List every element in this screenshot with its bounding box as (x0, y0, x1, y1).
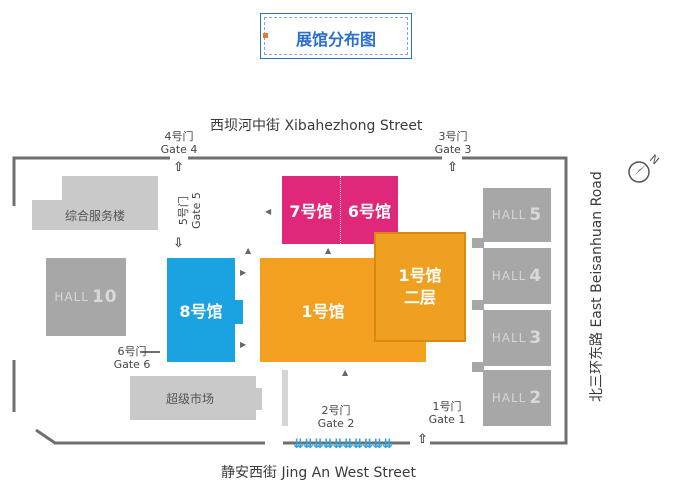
gate-3-cn: 3号门 (438, 130, 468, 143)
service-building-top (62, 176, 158, 202)
hall-3-num: 3 (529, 328, 543, 348)
hall-1-arrow-2-icon: ▲ (325, 246, 332, 255)
hall-8-arrow-2-icon: ▶ (240, 340, 247, 349)
gate-3-arrow-icon: ⇧ (447, 160, 458, 175)
service-building-label: 综合服务楼 (64, 208, 125, 223)
gate-3-en: Gate 3 (434, 143, 472, 156)
hall-1-arrow-3-icon: ▲ (342, 368, 349, 377)
gate-5-cn: 5号门 (177, 196, 190, 226)
hall-4-text: HALL (491, 269, 527, 283)
hall-8-label: 8号馆 (179, 302, 223, 321)
gate-1-arrow-icon: ⇧ (417, 432, 428, 447)
street-south: 静安西街 Jing An West Street (221, 465, 416, 481)
gate-4-en: Gate 4 (160, 143, 198, 156)
gate-5-arrow-icon: ⇩ (173, 236, 184, 251)
gate-1-en: Gate 1 (428, 413, 466, 426)
hall-5-num: 5 (529, 205, 543, 225)
gate-5-en: Gate 5 (190, 192, 203, 229)
hall-1-upper-level: 1号馆 二层 (374, 232, 466, 342)
supermarket (130, 376, 256, 420)
hall-10-text: HALL (54, 290, 89, 304)
hall-4-num: 4 (529, 266, 543, 286)
hall-7-label: 7号馆 (289, 202, 333, 221)
gate-3-label: 3号门 Gate 3 (428, 130, 478, 156)
gate-6-cn: 6号门 (117, 345, 147, 358)
gate-2-label: 2号门 Gate 2 (311, 404, 361, 430)
hall-2-num: 2 (529, 388, 543, 408)
gate-2-en: Gate 2 (317, 417, 355, 430)
title-accent-mark (263, 33, 268, 38)
supermarket-label: 超级市场 (166, 392, 215, 406)
gate-4-cn: 4号门 (164, 130, 194, 143)
hall-8: 8号馆 (167, 258, 235, 362)
hall-4-connector (472, 300, 484, 310)
hall-7: 7号馆 (282, 176, 340, 244)
compass-icon: N (628, 152, 662, 183)
gate-5-label: 5号门 Gate 5 (177, 192, 203, 229)
map-title-box: 展馆分布图 (260, 13, 412, 59)
gate-2-cn: 2号门 (321, 404, 351, 417)
gate-4-arrow-icon: ⇧ (173, 160, 184, 175)
hall-3-connector (472, 362, 484, 372)
hall-1-upper-label-1: 1号馆 (398, 266, 442, 285)
gate-4-label: 4号门 Gate 4 (154, 130, 204, 156)
hall-6-label: 6号馆 (347, 202, 392, 221)
map-title: 展馆分布图 (295, 30, 376, 49)
gate-2-entrance-arrows-icon: ⇊⇊⇊⇊⇊⇊⇊⇊⇊⇊ (293, 437, 393, 452)
street-east: 北三环东路 East Beisanhuan Road (589, 171, 605, 402)
hall-3-text: HALL (491, 331, 527, 345)
hall-1-arrow-1-icon: ▲ (245, 246, 252, 255)
street-north: 西坝河中街 Xibahezhong Street (210, 118, 423, 134)
gate-6-label: 6号门 Gate 6 (105, 345, 159, 371)
hall-1-label: 1号馆 (301, 302, 345, 321)
supermarket-annex (252, 388, 262, 410)
hall-1-upper-label-2: 二层 (403, 288, 436, 307)
hall-2-text: HALL (491, 391, 527, 405)
compass-north-letter: N (647, 152, 662, 167)
gate-1-label: 1号门 Gate 1 (422, 400, 472, 426)
hall-5-text: HALL (491, 208, 527, 222)
walkway (282, 370, 288, 426)
gate-6-en: Gate 6 (113, 358, 151, 371)
hall-10-num: 10 (91, 287, 118, 307)
gate-1-cn: 1号门 (432, 400, 462, 413)
hall-5-connector (472, 238, 484, 248)
hall-8-connector (235, 300, 243, 324)
service-building: 综合服务楼 (32, 200, 158, 230)
hall-8-arrow-1-icon: ▶ (240, 268, 247, 277)
hall-7-arrow-icon: ◀ (265, 207, 272, 216)
